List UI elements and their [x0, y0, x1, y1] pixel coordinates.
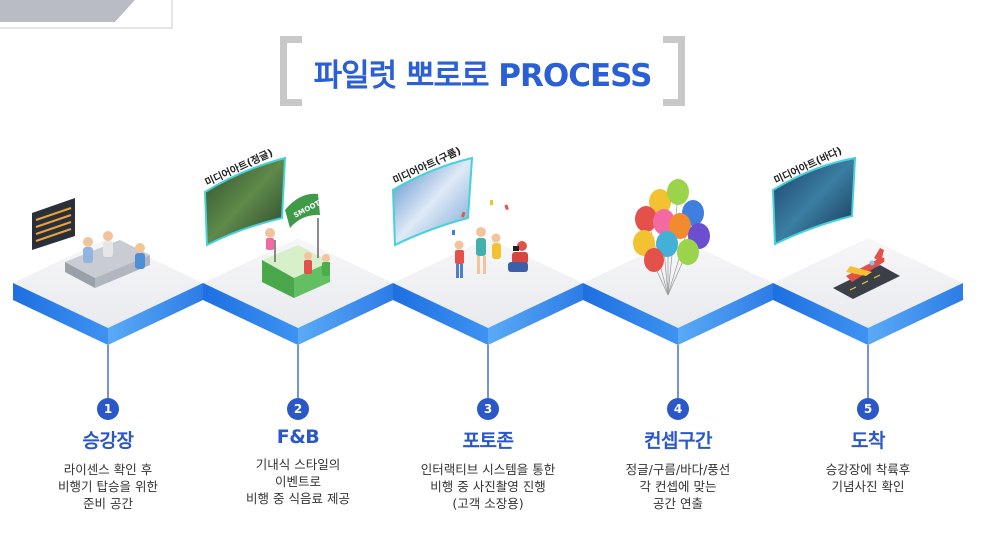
airplane-icon	[833, 248, 900, 299]
step-title: 승강장	[82, 430, 134, 452]
waiting-seats-icon	[65, 231, 150, 288]
step-description-line: (고객 소장용)	[452, 496, 524, 511]
step-number-badge: 2	[287, 398, 309, 420]
step-description-line: 각 컨셉에 맞는	[639, 479, 717, 494]
step-title: 컨셉구간	[644, 430, 712, 452]
step-description-line: 이벤트로	[274, 474, 321, 489]
step-1: 1 승강장 라이센스 확인 후 비행기 탑승을 위한 준비 공간	[13, 398, 203, 512]
title-bracket-right	[663, 36, 685, 106]
step-description-line: 정글/구름/바다/풍선	[625, 462, 731, 477]
step-description-line: 라이센스 확인 후	[63, 462, 153, 477]
step-description-line: 인터랙티브 시스템을 통한	[420, 462, 556, 477]
corner-decoration	[0, 0, 175, 30]
departure-board-icon	[32, 198, 75, 250]
platform-1	[13, 238, 203, 345]
step-description-line: 비행기 탑승을 위한	[58, 479, 158, 494]
step-description-line: 공간 연출	[653, 496, 703, 511]
step-5: 5 도착 승강장에 착륙후 기념사진 확인	[773, 398, 963, 495]
title-bracket-left	[280, 36, 302, 106]
step-description-line: 기내식 스타일의	[255, 457, 341, 472]
step-number-badge: 1	[97, 398, 119, 420]
step-3: 3 포토존 인터랙티브 시스템을 통한 비행 중 사진촬영 진행 (고객 소장용…	[393, 398, 583, 512]
step-number-badge: 5	[857, 398, 879, 420]
platform-3	[393, 238, 583, 345]
connector-lines	[107, 345, 869, 398]
step-title: 포토존	[462, 430, 514, 452]
step-description-line: 비행 중 식음료 제공	[246, 491, 350, 506]
step-description: 승강장에 착륙후 기념사진 확인	[773, 461, 963, 495]
page-title: 파일럿 뽀로로 PROCESS	[313, 58, 653, 94]
step-description-line: 기념사진 확인	[831, 479, 905, 494]
balloons-icon	[633, 179, 710, 296]
step-description: 정글/구름/바다/풍선 각 컨셉에 맞는 공간 연출	[583, 461, 773, 512]
step-description: 인터랙티브 시스템을 통한 비행 중 사진촬영 진행 (고객 소장용)	[393, 461, 583, 512]
step-description: 라이센스 확인 후 비행기 탑승을 위한 준비 공간	[13, 461, 203, 512]
step-description: 기내식 스타일의 이벤트로 비행 중 식음료 제공	[203, 456, 393, 507]
step-description-line: 승강장에 착륙후	[825, 462, 911, 477]
step-title: F&B	[276, 426, 320, 448]
step-number-badge: 4	[667, 398, 689, 420]
title-block: 파일럿 뽀로로 PROCESS	[280, 36, 685, 106]
process-illustration: 미디어아트(정글) SMOOTHIE 미디어아트(구름)	[13, 144, 963, 398]
cloud-media-screen: 미디어아트(구름)	[391, 144, 474, 247]
step-2: 2 F&B 기내식 스타일의 이벤트로 비행 중 식음료 제공	[203, 398, 393, 507]
photo-zone-people-icon	[452, 200, 528, 278]
sea-media-screen: 미디어아트(바다)	[772, 144, 857, 246]
platform-4	[583, 238, 773, 345]
step-description-line: 준비 공간	[83, 496, 133, 511]
platform-2	[203, 238, 393, 345]
step-description-line: 비행 중 사진촬영 진행	[430, 479, 546, 494]
step-title: 도착	[851, 430, 885, 452]
step-number-badge: 3	[477, 398, 499, 420]
step-4: 4 컨셉구간 정글/구름/바다/풍선 각 컨셉에 맞는 공간 연출	[583, 398, 773, 512]
